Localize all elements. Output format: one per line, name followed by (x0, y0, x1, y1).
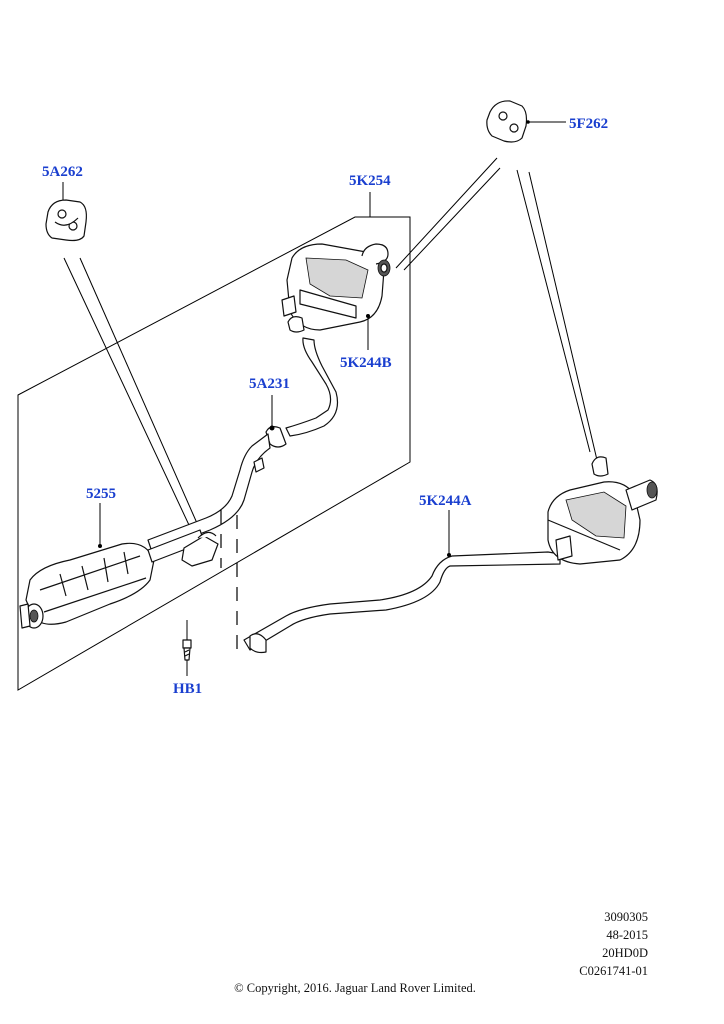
label-5a262: 5A262 (42, 164, 83, 180)
copyright-notice: © Copyright, 2016. Jaguar Land Rover Lim… (234, 981, 476, 995)
upper-pipe (285, 337, 339, 437)
ref-number-4: C0261741-01 (579, 964, 648, 978)
label-5f262: 5F262 (569, 116, 609, 132)
label-5k254: 5K254 (349, 173, 391, 189)
ref-number-3: 20HD0D (602, 946, 648, 960)
mount-left-line-a (63, 257, 197, 541)
pipe-clamp (265, 425, 287, 448)
group-outline (17, 216, 411, 691)
label-hb1: HB1 (173, 681, 203, 697)
mount-right-line-c (516, 169, 591, 453)
mid-pipe (147, 433, 271, 553)
mount-right-line-b (403, 167, 501, 271)
label-5k244a: 5K244A (419, 493, 472, 509)
bolt (182, 639, 192, 661)
ref-number-2: 48-2015 (606, 928, 648, 942)
mount-right-line-a (395, 157, 498, 269)
mount-right-line-d (528, 171, 598, 461)
hanger-bracket (181, 531, 219, 567)
upper-muffler (281, 243, 391, 333)
rubber-mount-left (45, 199, 87, 242)
label-5k244b: 5K244B (340, 355, 392, 371)
label-5a231: 5A231 (249, 376, 290, 392)
rubber-mount-right (486, 100, 530, 143)
front-silencer (19, 529, 205, 629)
rear-muffler (547, 456, 658, 565)
mount-left-line-b (79, 257, 201, 531)
rear-pipe (243, 551, 561, 654)
label-5255: 5255 (86, 486, 116, 502)
ref-number-1: 3090305 (604, 910, 648, 924)
